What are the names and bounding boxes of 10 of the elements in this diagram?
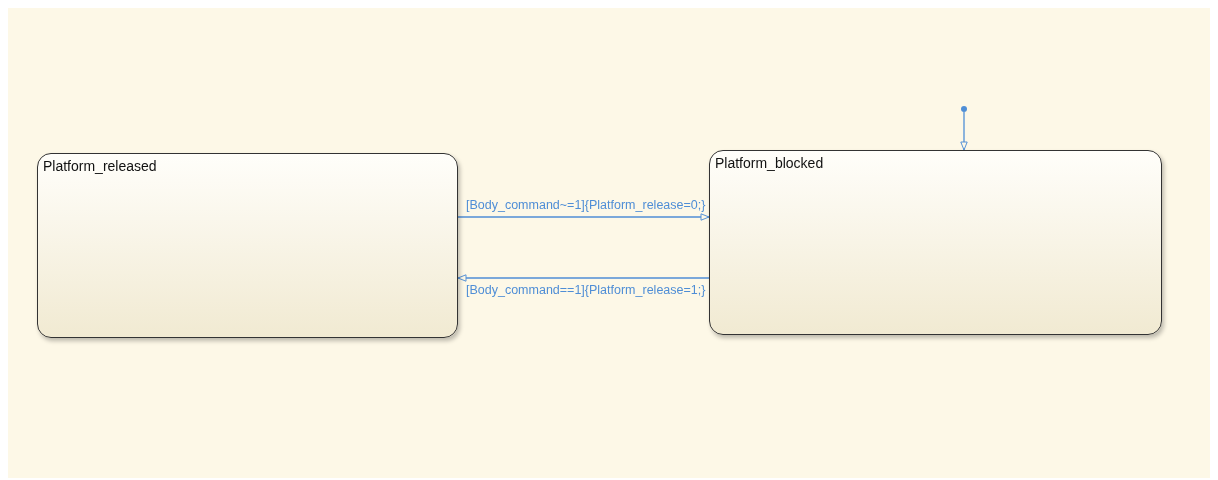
transition-arrow — [960, 111, 968, 151]
state-box — [37, 153, 458, 338]
transition-label: [Body_command~=1]{Platform_release=0;} — [464, 198, 708, 212]
state-box — [709, 150, 1162, 335]
state-name: Platform_released — [43, 158, 157, 174]
transition-arrow — [457, 274, 710, 282]
default-transition-dot — [961, 106, 967, 112]
transition-label: [Body_command==1]{Platform_release=1;} — [464, 283, 708, 297]
transition-arrow — [457, 213, 710, 221]
state-name: Platform_blocked — [715, 155, 824, 171]
